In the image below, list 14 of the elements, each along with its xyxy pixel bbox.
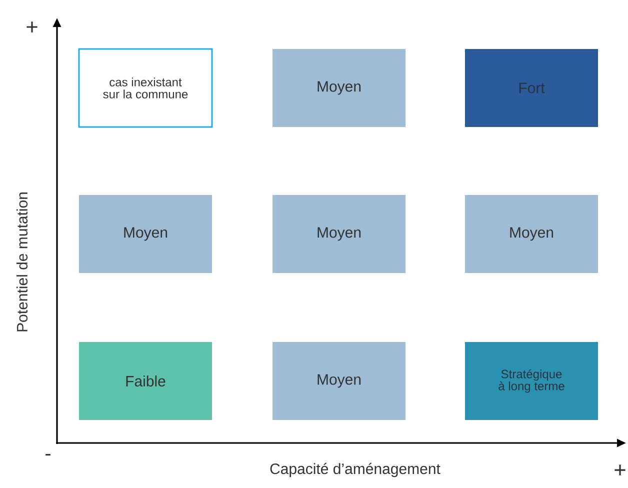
axis-label: Potentiel de mutation [16,192,28,332]
plus-sign: + [614,464,626,476]
rating-box: Faible [79,342,212,420]
axis-label: Capacité d’aménagement [270,462,440,478]
rating-box: Moyen [79,195,212,273]
rating-box: Fort [465,49,598,127]
rating-box: cas inexistant sur la commune [78,48,213,128]
minus-sign: - [46,454,50,456]
plus-sign: + [26,22,38,32]
rating-box: Moyen [272,195,406,273]
rating-box: Moyen [272,342,406,420]
rating-box: Moyen [272,49,406,127]
rating-box: Moyen [465,195,598,273]
rating-box: Stratégique à long terme [465,342,598,420]
